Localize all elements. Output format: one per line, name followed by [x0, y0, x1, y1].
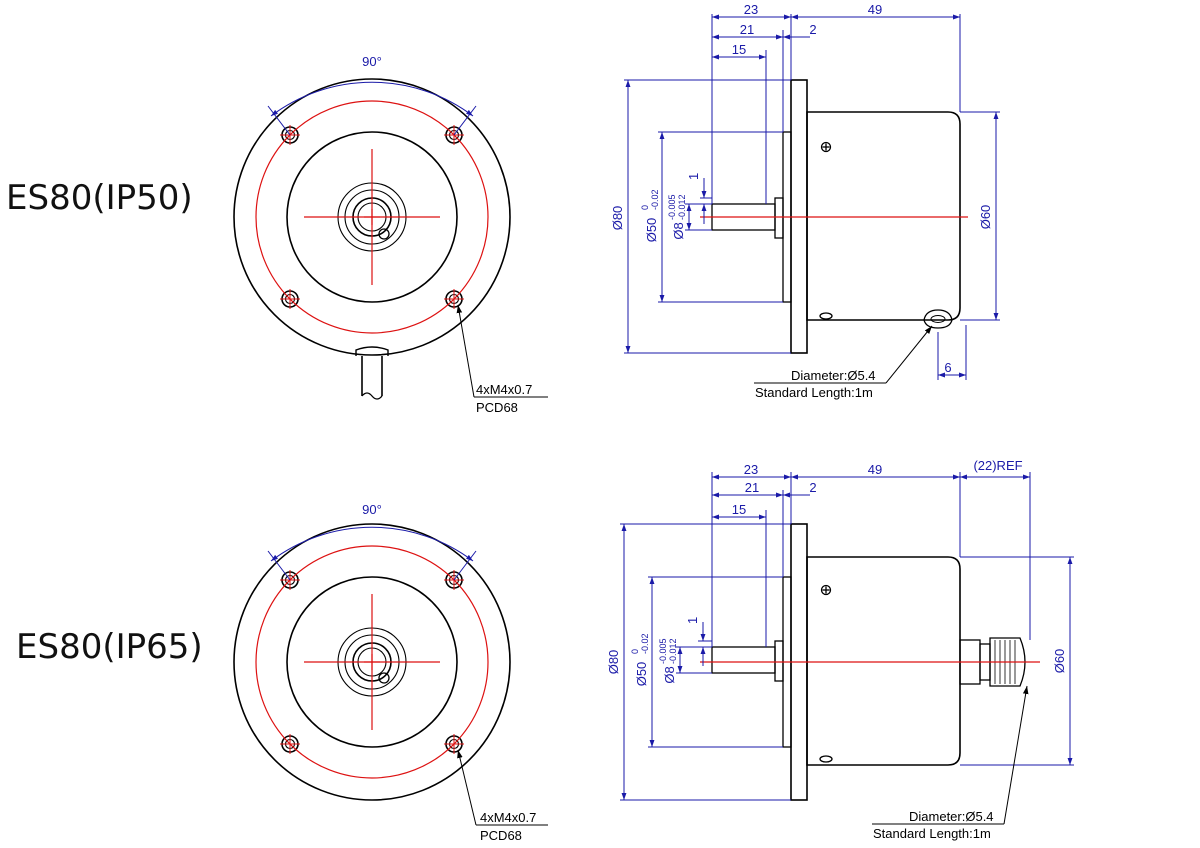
dim-8-ip50-tol-dn: -0.012: [677, 194, 687, 220]
dim-50-ip65-group: Ø50 0 -0.02: [630, 633, 650, 686]
dim-8-ip50: Ø8: [671, 222, 686, 239]
hole-note-ip50: 4xM4x0.7: [476, 382, 532, 397]
cable-length-ip65: Standard Length:1m: [873, 826, 991, 841]
dim-50-ip65-tol-up: 0: [630, 649, 640, 654]
title-ip65: ES80(IP65): [16, 627, 203, 667]
angle-label-ip50: 90°: [362, 54, 382, 69]
dim-8-ip50-tol-up: -0.005: [667, 194, 677, 220]
dim-49-ip65: 49: [868, 462, 882, 477]
pcd-note-ip65: PCD68: [480, 828, 522, 843]
dim-49-ip50: 49: [868, 2, 882, 17]
dim-21-ip65: 21: [745, 480, 759, 495]
hole-leader-ip65: [457, 749, 548, 826]
dim-50-ip50-group: Ø50 0 -0.02: [640, 189, 660, 242]
dim-2-ip50: 2: [809, 22, 816, 37]
title-ip50: ES80(IP50): [6, 178, 193, 218]
dim-50-ip65: Ø50: [634, 662, 649, 687]
dim-8-ip65-tol-up: -0.005: [658, 638, 668, 664]
dim-8-ip65-tol-dn: -0.012: [668, 638, 678, 664]
dim-8-ip65-group: Ø8 -0.005 -0.012: [658, 638, 678, 683]
dim-80-ip50: Ø80: [610, 206, 625, 231]
dim-1-ip65: 1: [685, 617, 700, 624]
pcd-note-ip50: PCD68: [476, 400, 518, 415]
angle-label-ip65: 90°: [362, 502, 382, 517]
dim-ref-ip65: (22)REF: [973, 458, 1022, 473]
cable-length-ip50: Standard Length:1m: [755, 385, 873, 400]
dim-6-ip50: 6: [944, 360, 951, 375]
dim-50-ip65-tol-dn: -0.02: [640, 633, 650, 654]
drawing-ip50: ES80(IP50): [6, 2, 1000, 415]
dim-23-ip65: 23: [744, 462, 758, 477]
front-view-ip50-centerlines: [255, 100, 489, 334]
dim-60-ip65: Ø60: [1052, 649, 1067, 674]
dim-8-ip65: Ø8: [662, 666, 677, 683]
drawing-ip65: ES80(IP65): [16, 458, 1074, 843]
front-view-ip65-centerlines: [255, 545, 489, 779]
cable-leader-ip50: [754, 325, 933, 384]
side-dimensions-ip65: [620, 472, 1074, 801]
cable-diameter-ip50: Diameter:Ø5.4: [791, 368, 876, 383]
hole-leader-ip50: [456, 304, 548, 398]
angle-dimension-ip50: [267, 81, 477, 136]
angle-dimension-ip65: [267, 526, 477, 581]
dim-50-ip50: Ø50: [644, 218, 659, 243]
hole-note-ip65: 4xM4x0.7: [480, 810, 536, 825]
dim-21-ip50: 21: [740, 22, 754, 37]
cable-diameter-ip65: Diameter:Ø5.4: [909, 809, 994, 824]
dim-80-ip65: Ø80: [606, 650, 621, 675]
dim-2-ip65: 2: [809, 480, 816, 495]
dim-15-ip50: 15: [732, 42, 746, 57]
side-dimensions-ip50: [624, 14, 1000, 380]
dim-50-ip50-tol-up: 0: [640, 205, 650, 210]
dim-15-ip65: 15: [732, 502, 746, 517]
dim-8-ip50-group: Ø8 -0.005 -0.012: [667, 194, 687, 239]
dim-60-ip50: Ø60: [978, 205, 993, 230]
dim-1-ip50: 1: [686, 173, 701, 180]
dim-23-ip50: 23: [744, 2, 758, 17]
cable-leader-ip65: [872, 685, 1029, 825]
dim-50-ip50-tol-dn: -0.02: [650, 189, 660, 210]
